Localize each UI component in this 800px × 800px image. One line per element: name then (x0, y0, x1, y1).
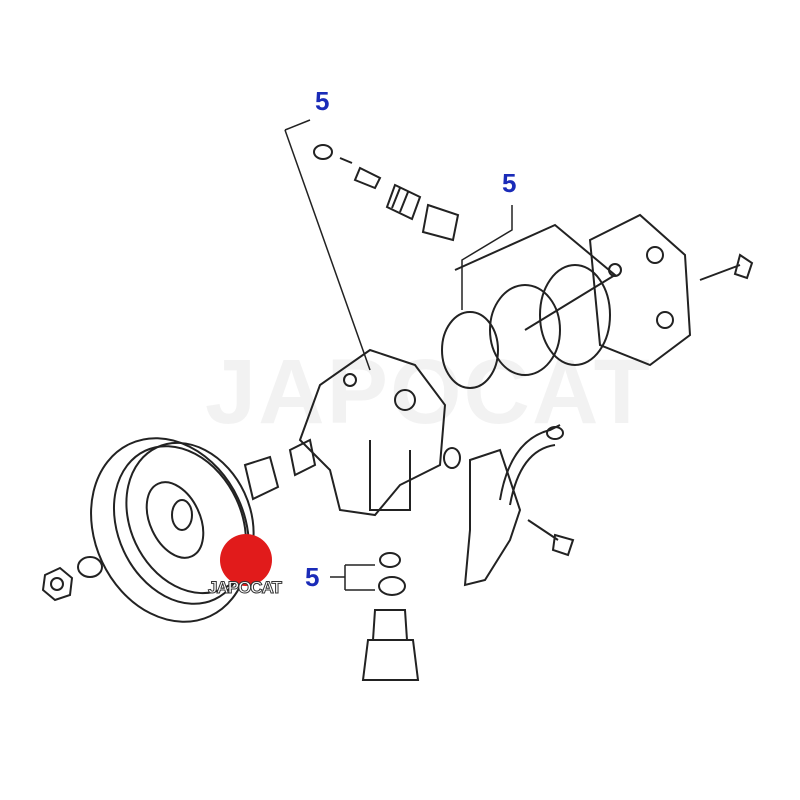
logo-emblem (220, 534, 272, 586)
callout-5-relief-valve: 5 (315, 86, 330, 116)
callout-leaders (330, 205, 513, 591)
nut-washer (41, 556, 103, 602)
bolts (527, 253, 754, 557)
pump-body (288, 348, 461, 517)
logo-text: JAPOCAT (208, 578, 283, 598)
japocat-logo: JAPOCAT (208, 534, 288, 604)
pump-cartridge (441, 213, 692, 389)
callout-5-cartridge: 5 (502, 168, 517, 198)
relief-valve-parts (284, 119, 460, 371)
union-fitting (361, 552, 420, 681)
pulley (90, 437, 280, 623)
callout-5-union: 5 (305, 562, 320, 592)
watermark: JAPOCAT (205, 341, 652, 443)
bracket-and-pipe (463, 424, 564, 587)
